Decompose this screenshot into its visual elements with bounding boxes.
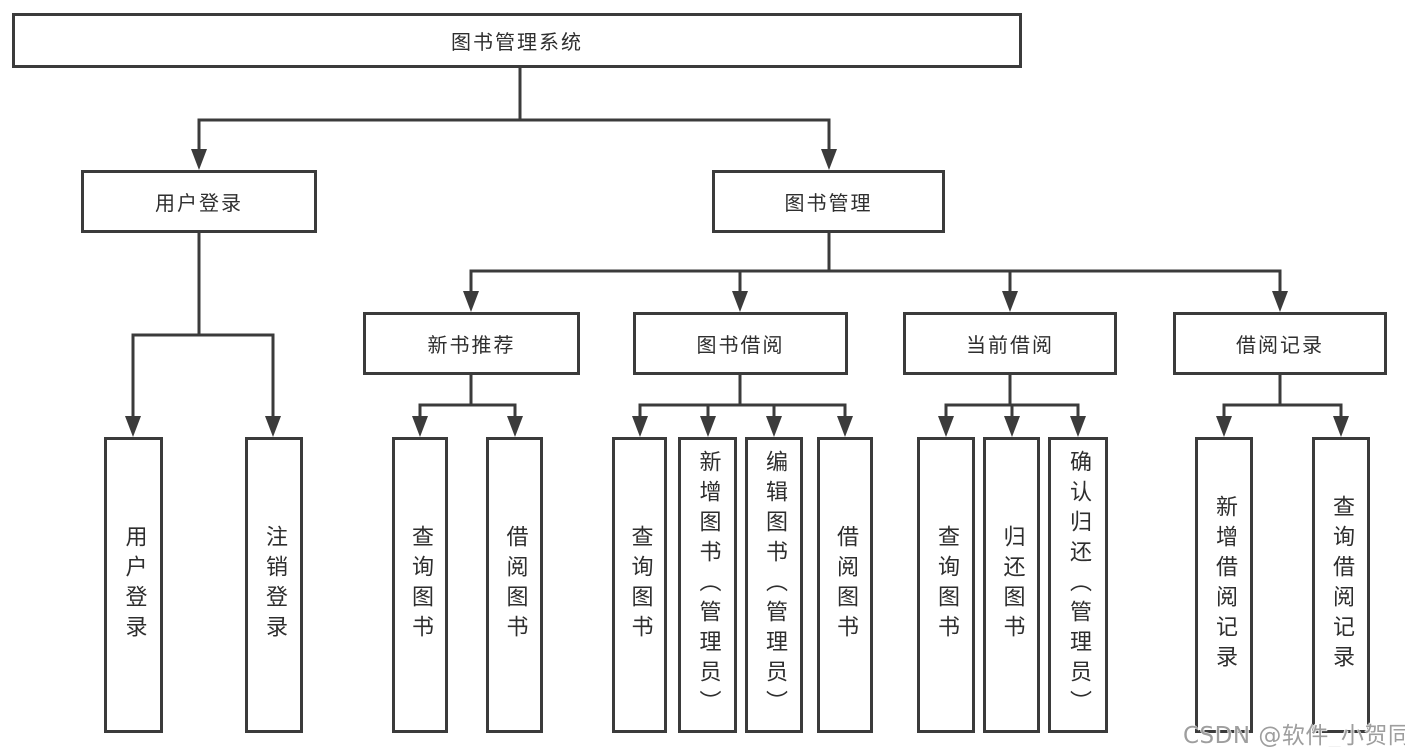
- node-label: 图书管理系统: [451, 30, 583, 54]
- leaf-label: 借阅图书: [833, 525, 858, 645]
- leaf-label: 确认归还（管理员）: [1066, 450, 1091, 720]
- leaf-user-login: 用户登录: [104, 437, 163, 733]
- leaf-query-books-current: 查询图书: [917, 437, 975, 733]
- leaf-logout: 注销登录: [245, 437, 303, 733]
- leaf-confirm-return-admin: 确认归还（管理员）: [1048, 437, 1108, 733]
- leaf-label: 归还图书: [999, 525, 1025, 645]
- leaf-add-books-admin: 新增图书（管理员）: [678, 437, 737, 733]
- leaf-label: 查询图书: [627, 525, 653, 645]
- node-user-login: 用户登录: [81, 170, 317, 233]
- leaf-label: 借阅图书: [502, 525, 528, 645]
- leaf-query-books-recommend: 查询图书: [392, 437, 448, 733]
- node-label: 图书借阅: [696, 333, 785, 357]
- leaf-label: 查询图书: [408, 525, 433, 645]
- leaf-add-borrow-record: 新增借阅记录: [1195, 437, 1253, 733]
- leaf-label: 新增图书（管理员）: [695, 450, 721, 720]
- node-new-book-recommendation: 新书推荐: [363, 312, 580, 375]
- node-label: 借阅记录: [1236, 333, 1324, 357]
- node-current-borrowing: 当前借阅: [903, 312, 1117, 375]
- node-label: 当前借阅: [966, 333, 1054, 357]
- node-borrowing-records: 借阅记录: [1173, 312, 1387, 375]
- node-label: 图书管理: [784, 191, 873, 215]
- watermark-text: CSDN @软件_小贺同学: [1183, 723, 1405, 747]
- leaf-label: 编辑图书（管理员）: [762, 450, 787, 720]
- leaf-label: 用户登录: [121, 525, 147, 645]
- leaf-label: 查询借阅记录: [1329, 495, 1354, 675]
- leaf-label: 查询图书: [934, 525, 959, 645]
- leaf-label: 注销登录: [262, 525, 287, 645]
- leaf-query-borrow-record: 查询借阅记录: [1312, 437, 1370, 733]
- node-library-system: 图书管理系统: [12, 13, 1022, 68]
- node-label: 用户登录: [155, 191, 243, 215]
- node-book-management: 图书管理: [712, 170, 945, 233]
- node-book-borrowing: 图书借阅: [633, 312, 848, 375]
- leaf-borrow-books: 借阅图书: [817, 437, 873, 733]
- node-label: 新书推荐: [427, 333, 516, 357]
- leaf-return-books: 归还图书: [983, 437, 1040, 733]
- leaf-query-books-borrow: 查询图书: [612, 437, 667, 733]
- leaf-label: 新增借阅记录: [1212, 495, 1237, 675]
- leaf-edit-books-admin: 编辑图书（管理员）: [745, 437, 803, 733]
- leaf-borrow-books-recommend: 借阅图书: [486, 437, 543, 733]
